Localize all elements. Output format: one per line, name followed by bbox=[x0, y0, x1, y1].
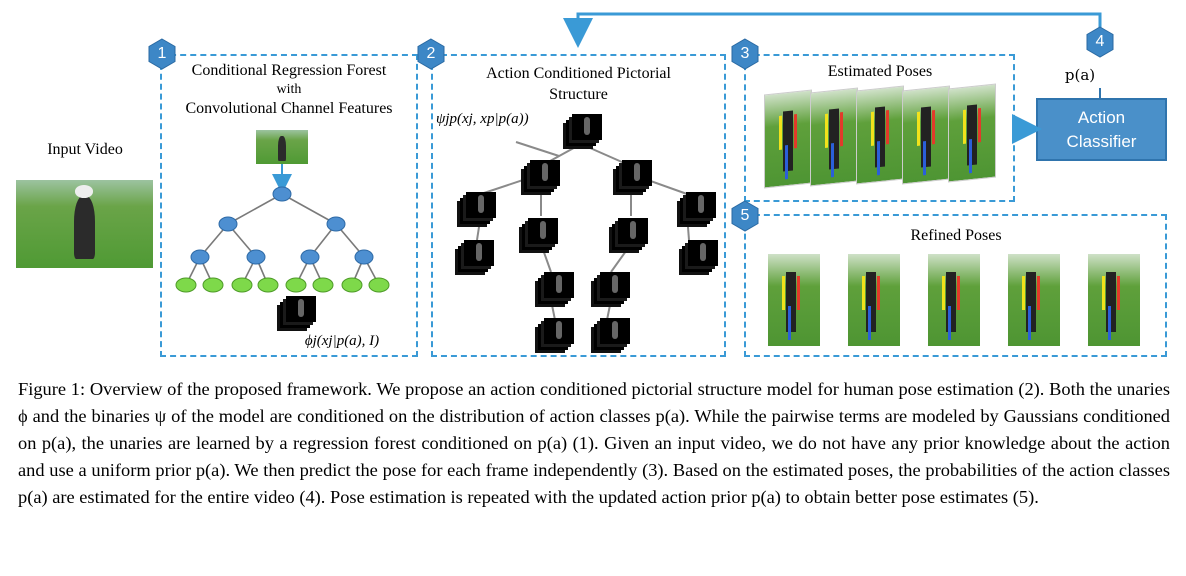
badge-2: 2 bbox=[417, 38, 445, 70]
refined-pose-frame bbox=[1008, 254, 1060, 346]
refined-pose-frame bbox=[1088, 254, 1140, 346]
part-patch-right-shin bbox=[600, 272, 630, 298]
tree-root-node bbox=[272, 186, 292, 202]
part-patch-right-arm bbox=[686, 192, 716, 218]
badge-2-label: 2 bbox=[426, 45, 436, 62]
part-patch-right-thigh bbox=[618, 218, 648, 244]
binary-formula: ψjp(xj, xp|p(a)) bbox=[436, 111, 529, 127]
action-prior-label: p(a) bbox=[1064, 66, 1096, 84]
part-patch-left-upper bbox=[530, 160, 560, 186]
input-video-label: Input Video bbox=[47, 141, 123, 158]
badge-4: 4 bbox=[1086, 26, 1114, 58]
hexagon-badge-icon bbox=[731, 38, 759, 70]
part-patch-right-foot bbox=[600, 318, 630, 344]
part-patch-left-arm bbox=[466, 192, 496, 218]
badge-5-label: 5 bbox=[740, 207, 750, 224]
golfer-head bbox=[74, 185, 93, 198]
part-patch-left-thigh bbox=[528, 218, 558, 244]
figure-caption: Figure 1: Overview of the proposed frame… bbox=[18, 379, 1170, 507]
input-video-frame bbox=[16, 180, 153, 268]
classifier-label-line2: Classifier bbox=[1066, 132, 1137, 151]
feedback-arrow bbox=[563, 12, 1102, 48]
pictorial-title-line2: Structure bbox=[549, 86, 608, 103]
unary-formula: ϕj(xj|p(a), I) bbox=[304, 333, 380, 349]
forest-title-line3: Convolutional Channel Features bbox=[185, 100, 393, 117]
refined-poses-panel bbox=[744, 214, 1167, 357]
badge-5: 5 bbox=[731, 200, 759, 232]
part-patch-left-forearm bbox=[464, 240, 494, 266]
action-classifier-box: Action Classifier bbox=[1036, 98, 1167, 161]
hexagon-badge-icon bbox=[1086, 26, 1114, 58]
hexagon-badge-icon bbox=[417, 38, 445, 70]
refined-poses-title: Refined Poses bbox=[910, 227, 1002, 244]
estimated-poses-title: Estimated Poses bbox=[827, 63, 933, 80]
badge-3-label: 3 bbox=[740, 45, 750, 62]
part-patch-torso bbox=[572, 114, 602, 140]
badge-1: 1 bbox=[148, 38, 176, 70]
badge-1-label: 1 bbox=[157, 45, 167, 62]
forest-output-patch bbox=[286, 296, 316, 322]
forest-input-patch bbox=[256, 130, 308, 164]
hexagon-badge-icon bbox=[148, 38, 176, 70]
part-patch-right-forearm bbox=[688, 240, 718, 266]
badge-3: 3 bbox=[731, 38, 759, 70]
pictorial-title-line1: Action Conditioned Pictorial bbox=[486, 65, 671, 82]
refined-pose-frame bbox=[848, 254, 900, 346]
forest-title-line2: with bbox=[276, 82, 302, 97]
refined-pose-frame bbox=[768, 254, 820, 346]
pictorial-structure-panel bbox=[431, 54, 726, 357]
part-patch-left-foot bbox=[544, 318, 574, 344]
patch-figure bbox=[277, 136, 287, 161]
forest-tree bbox=[175, 164, 390, 293]
classifier-label-line1: Action bbox=[1077, 108, 1126, 127]
forest-panel bbox=[160, 54, 418, 357]
refined-pose-frame bbox=[928, 254, 980, 346]
part-patch-left-shin bbox=[544, 272, 574, 298]
part-patch-right-upper bbox=[622, 160, 652, 186]
badge-4-label: 4 bbox=[1095, 33, 1105, 50]
forest-title-line1: Conditional Regression Forest bbox=[191, 62, 387, 79]
golfer-figure bbox=[73, 195, 96, 260]
hexagon-badge-icon bbox=[731, 200, 759, 232]
